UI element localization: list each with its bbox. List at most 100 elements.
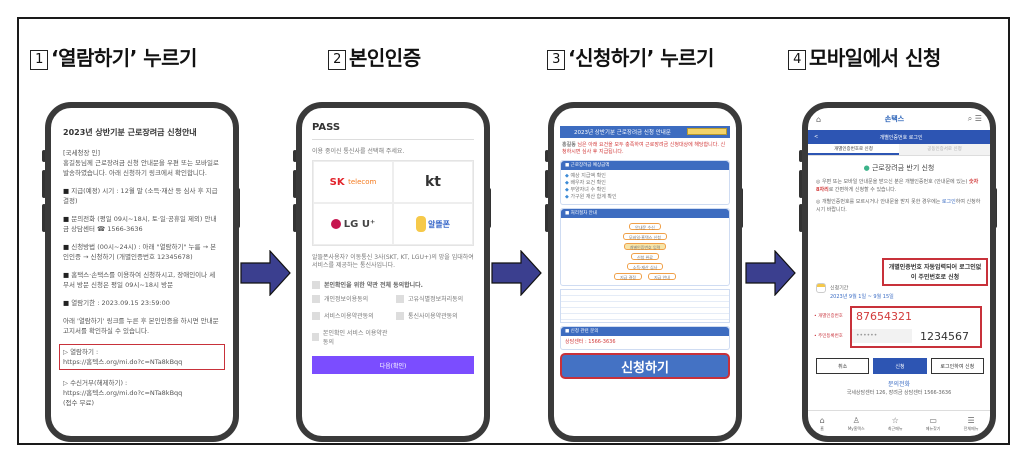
notice-bullet: 문의전화 (평일 09시~18시, 토·일·공휴일 제외) 안내금 상담센터 ☎… [63, 214, 221, 234]
calendar-icon [816, 283, 826, 293]
nav-title: 개별인증번호 로그인 [879, 134, 923, 141]
phone-side-button [293, 170, 297, 198]
tab-certificate[interactable]: 공동인증서로 신청 [899, 144, 990, 155]
notice-bullet: 홈택스·손택스를 이용하여 신청하시고, 장애인이나 세무서 방문 신청은 평일… [63, 270, 221, 290]
agree-item-checkbox[interactable]: 통신사이용약관동의 [396, 311, 474, 320]
outer-frame [17, 17, 1010, 445]
next-button[interactable]: 다음(확인) [312, 356, 474, 374]
arrow-right-icon [240, 250, 291, 296]
contact-info: 문의전화 국세상담센터 126, 장려금 상담센터 1566-3636 [846, 381, 952, 396]
apply-button[interactable]: 신청하기 [560, 353, 730, 379]
rrn-back-input[interactable]: 1234567 [920, 329, 969, 343]
arrow-right-icon [745, 250, 796, 296]
action-buttons: 취소 신청 로그인하여 신청 [816, 358, 984, 374]
notice-greeting: [국세청장 인] [63, 149, 101, 157]
info-text-1: ◎ 우편 또는 모바일 안내문을 받으신 분은 개별인증번호 (안내문에 있는)… [816, 179, 979, 193]
agree-items: 개인정보이용동의 고유식별정보처리동의 서비스이용약관동의 통신사이용약관동의 … [312, 289, 474, 346]
mvno-mascot-icon [415, 216, 426, 232]
carrier-grid: SK telecom kt LG U⁺ 알뜰폰 [312, 160, 474, 246]
back-button[interactable]: < [814, 134, 819, 140]
notice-header: 2023년 상반기분 근로장려금 신청 안내문 [560, 126, 730, 138]
agree-item-checkbox[interactable]: 본인확인 서비스 이용약관 동의 [312, 328, 390, 346]
agree-item-checkbox[interactable]: 개인정보이용동의 [312, 294, 390, 303]
bottom-nav-all-menu[interactable]: ☰전체메뉴 [963, 415, 979, 431]
pass-header: PASS [312, 122, 474, 140]
auth-number-input[interactable]: 87654321 [856, 309, 912, 323]
carrier-mvno-button[interactable]: 알뜰폰 [393, 203, 473, 245]
step-3-title: 3‘신청하기’ 누르기 [547, 42, 714, 71]
phone-3-notice-detail: 2023년 상반기분 근로장려금 신청 안내문 홍길동 님은 아래 요건을 모두… [548, 102, 742, 442]
phone-side-button [42, 204, 46, 232]
rrn-input[interactable]: •••••• 1234567 [852, 327, 986, 345]
callout-annotation: 개별인증번호 자동입력되어 로그인없이 주민번호로 신청 [882, 258, 988, 286]
login-tabs: 개별인증번호로 신청 공동인증서로 신청 [808, 144, 990, 156]
carrier-kt-button[interactable]: kt [393, 161, 473, 203]
alt-link[interactable]: https://홈텍스.org/mi.do?c=NTa8kBqq [63, 389, 183, 397]
input-highlight [850, 306, 982, 348]
agree-item-checkbox[interactable]: 고유식별정보처리동의 [396, 294, 474, 303]
bottom-nav-recent[interactable]: ☆최근메뉴 [887, 415, 903, 431]
carrier-skt-button[interactable]: SK telecom [313, 161, 393, 203]
home-icon[interactable]: ⌂ [816, 114, 822, 124]
notice-intro: 홍길동님께 근로장려금 신청 안내문을 우편 또는 모바일로 발송하였습니다. … [63, 159, 219, 177]
notice-intro: 홍길동 님은 아래 요건을 모두 충족하여 근로장려금 신청대상에 해당합니다.… [562, 142, 726, 155]
notice-bullet: 신청방법 (00시~24시) : 아래 "열람하기" 누름 → 본인인증 → 신… [63, 242, 221, 262]
view-link[interactable]: https://홈텍스.org/mi.do?c=NTa8kBqq [63, 358, 183, 366]
phone-1-notice: 2023년 상반기분 근로장려금 신청안내 [국세청장 인] 홍길동님께 근로장… [45, 102, 239, 442]
phone-side-button [293, 150, 297, 162]
carrier-lgu-button[interactable]: LG U⁺ [313, 203, 393, 245]
notice-bullet: 열람기한 : 2023.09.15 23:59:00 [63, 298, 221, 308]
sontax-logo: 손택스 [884, 115, 905, 123]
submit-button[interactable]: 신청 [873, 358, 927, 374]
mvno-info: 알뜰폰사용자? 이동통신 3사(SKT, KT, LGU+)의 망을 임대하여 … [312, 254, 474, 269]
nav-bar: < 개별인증번호 로그인 [808, 130, 990, 144]
info-text-2: ◎ 개별인증번호를 모르시거나 안내문을 받지 못한 경우에는 로그인하여 신청… [816, 199, 981, 213]
auth-number-badge [687, 128, 727, 135]
phone-side-button [799, 170, 803, 198]
section-process-flow: ■ 처리절차 안내 안내문 수신 모바일·홈택스 신청 개별인증번호 입력 신청… [560, 208, 730, 286]
alt-link-label: ▷ 수신거부(해제하기) : [63, 379, 128, 387]
bottom-nav-myhometax[interactable]: ♙My홈택스 [847, 415, 865, 431]
step-number: 3 [547, 50, 565, 70]
phone-side-button [42, 150, 46, 162]
section-title: ● 근로장려금 반기 신청 [863, 164, 935, 172]
phone-side-button [545, 150, 549, 162]
step-number: 2 [328, 50, 346, 70]
input-fields: • 개별인증번호 87654321 • 주민등록번호 •••••• 123456… [814, 306, 986, 346]
section-expected-amount: ■ 근로장려금 예상금액 ◆ 예상 지급액 확인 ◆ 배우자 요건 확인 ◆ 부… [560, 160, 730, 205]
view-link-highlight[interactable]: ▷ 열람하기 : https://홈텍스.org/mi.do?c=NTa8kBq… [59, 344, 225, 370]
section-contact: ■ 신청 관련 문의 상담센터 : 1566-3636 [560, 326, 730, 350]
bottom-nav-menu-search[interactable]: ▭메뉴찾기 [925, 415, 941, 431]
phone-side-button [545, 170, 549, 198]
phone-side-button [42, 170, 46, 198]
login-apply-button[interactable]: 로그인하여 신청 [930, 358, 984, 374]
notice-title: 2023년 상반기분 근로장려금 신청안내 [63, 128, 197, 137]
carrier-prompt: 이용 중이신 통신사를 선택해 주세요. [312, 148, 405, 155]
agree-item-checkbox[interactable]: 서비스이용약관동의 [312, 311, 390, 320]
phone-side-button [293, 204, 297, 232]
search-menu-icons[interactable]: ⌕ ☰ [967, 114, 982, 123]
tab-auth-number[interactable]: 개별인증번호로 신청 [808, 144, 899, 155]
notice-note: 아래 '열람하기' 링크를 누른 후 본인인증을 하시면 안내문 고지서를 확인… [63, 317, 219, 335]
bottom-nav-home[interactable]: ⌂홈 [819, 415, 825, 431]
bottom-nav: ⌂홈 ♙My홈택스 ☆최근메뉴 ▭메뉴찾기 ☰전체메뉴 [808, 410, 990, 436]
notice-bullet: 지급(예정) 시기 : 12월 말 (소득·재산 등 심사 후 지급 결정) [63, 186, 221, 206]
view-link-label: ▷ 열람하기 : [63, 348, 99, 356]
rrn-front-input[interactable]: •••••• [852, 329, 912, 343]
phone-side-button [799, 150, 803, 162]
info-table [560, 289, 730, 323]
phone-2-pass-auth: PASS 이용 중이신 통신사를 선택해 주세요. SK telecom kt … [296, 102, 490, 442]
step-1-title: 1‘열람하기’ 누르기 [30, 42, 197, 71]
process-flowchart: 안내문 수신 모바일·홈택스 신청 개별인증번호 입력 신청 완료 소득·재산 … [561, 218, 729, 285]
lg-logo-icon [330, 219, 341, 229]
agree-all-checkbox[interactable]: 본인확인을 위한 약관 전체 동의합니다. [312, 280, 474, 289]
phone-side-button [545, 204, 549, 232]
app-topbar: ⌂ 손택스 ⌕ ☰ [808, 108, 990, 130]
alt-link-note: (접수 무료) [63, 399, 95, 407]
cancel-button[interactable]: 취소 [816, 358, 870, 374]
phone-4-sontax: ⌂ 손택스 ⌕ ☰ < 개별인증번호 로그인 개별인증번호로 신청 공동인증서로… [802, 102, 996, 442]
application-period: 신청기간 2023년 9월 1일 ~ 9월 15일 [816, 283, 894, 300]
phone-side-button [799, 204, 803, 232]
step-number: 1 [30, 50, 48, 70]
